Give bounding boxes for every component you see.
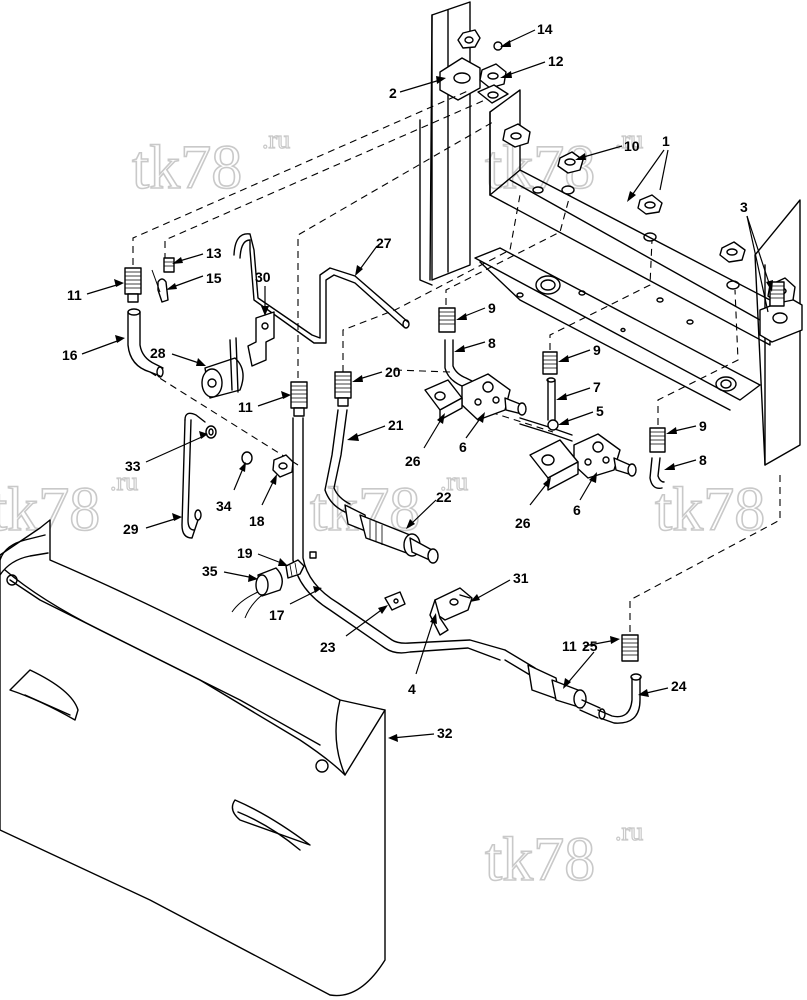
bracket-4-31: [429, 587, 473, 636]
callout-9-mid: 9: [593, 342, 601, 358]
block-26-left: [424, 379, 463, 421]
callout-6-right: 6: [573, 502, 581, 518]
tube-27: [233, 233, 410, 344]
fitting-20: [334, 371, 352, 407]
fitting-19: [285, 559, 305, 579]
watermark-suffix: .ru: [440, 467, 468, 496]
callout-3: 3: [740, 199, 748, 215]
watermark-suffix: .ru: [262, 125, 290, 154]
callout-5: 5: [596, 403, 604, 419]
sensor-28: [201, 337, 244, 399]
callout-8-left: 8: [488, 335, 496, 351]
callout-11-center: 11: [238, 399, 253, 415]
fitting-18: [272, 454, 294, 478]
callout-15: 15: [206, 270, 222, 286]
screw-14: [493, 41, 503, 51]
clip-23: [384, 591, 406, 611]
valve-6-right: [573, 433, 637, 479]
nut-10-group: [502, 123, 746, 263]
fitting-15: [151, 269, 169, 303]
callout-17: 17: [269, 607, 285, 623]
ring-33: [205, 425, 217, 439]
callout-29: 29: [123, 521, 139, 537]
watermark-suffix: .ru: [615, 125, 643, 154]
callout-9-left: 9: [488, 300, 496, 316]
callout-13: 13: [206, 245, 222, 261]
watermark-suffix: .ru: [110, 467, 138, 496]
watermark-text: tk78: [485, 826, 595, 894]
callout-1: 1: [662, 133, 670, 149]
callout-9-right: 9: [699, 418, 707, 434]
callout-34: 34: [216, 498, 232, 514]
fitting-9-right: [649, 427, 666, 453]
callout-26-left: 26: [405, 453, 421, 469]
fitting-11-center: [290, 381, 308, 417]
callout-32: 32: [437, 725, 453, 741]
callout-11-left: 11: [67, 287, 82, 303]
callout-11-bottom: 11: [562, 638, 577, 654]
callout-6-left: 6: [459, 439, 467, 455]
callout-35: 35: [202, 563, 218, 579]
watermark-suffix: .ru: [615, 817, 643, 846]
callout-18: 18: [249, 513, 265, 529]
callout-27: 27: [376, 235, 392, 251]
callout-26-right: 26: [515, 515, 531, 531]
callout-8-right: 8: [699, 452, 707, 468]
fitting-11-left: [124, 267, 142, 303]
callout-2: 2: [389, 85, 397, 101]
watermark-text: tk78: [132, 134, 242, 202]
fitting-9-left: [438, 307, 456, 333]
callout-31: 31: [513, 570, 529, 586]
fitting-13: [163, 257, 175, 273]
fitting-9-mid: [542, 351, 558, 375]
callout-28: 28: [150, 345, 166, 361]
fitting-11-bottom-right: [621, 634, 639, 662]
callout-14: 14: [537, 21, 553, 37]
valve-6-left: [461, 373, 527, 421]
tube-29: [181, 412, 206, 539]
block-26-right: [529, 439, 579, 491]
tube-16: [127, 308, 164, 378]
tube-8-right: [649, 457, 665, 489]
cover-panel-32: [0, 519, 386, 997]
ferrule-34: [241, 451, 253, 465]
callout-33: 33: [125, 458, 141, 474]
callout-20: 20: [385, 364, 401, 380]
tube-5-7: [519, 377, 573, 442]
callout-30: 30: [255, 269, 271, 285]
callout-24: 24: [671, 678, 687, 694]
bracket-30: [247, 311, 275, 367]
sensor-35: [231, 567, 283, 619]
callout-25: 25: [582, 638, 598, 654]
mounting-plate-2: [439, 57, 481, 101]
callout-16: 16: [62, 347, 78, 363]
callout-7: 7: [593, 379, 601, 395]
callout-12: 12: [548, 53, 564, 69]
callout-4: 4: [408, 681, 416, 697]
callout-23: 23: [320, 639, 336, 655]
callouts: 14 12 2 10 1 3 13 15 11: [62, 21, 773, 742]
fitting-11-right-top: [769, 281, 785, 307]
callout-21: 21: [388, 417, 404, 433]
callout-10: 10: [624, 138, 640, 154]
tube-21: [324, 409, 351, 513]
callout-22: 22: [436, 489, 452, 505]
valve-22: [344, 504, 439, 564]
nut-12-group: [457, 29, 509, 104]
watermark-text: tk78: [655, 476, 765, 544]
callout-19: 19: [237, 545, 253, 561]
tube-24-25: [504, 649, 642, 724]
